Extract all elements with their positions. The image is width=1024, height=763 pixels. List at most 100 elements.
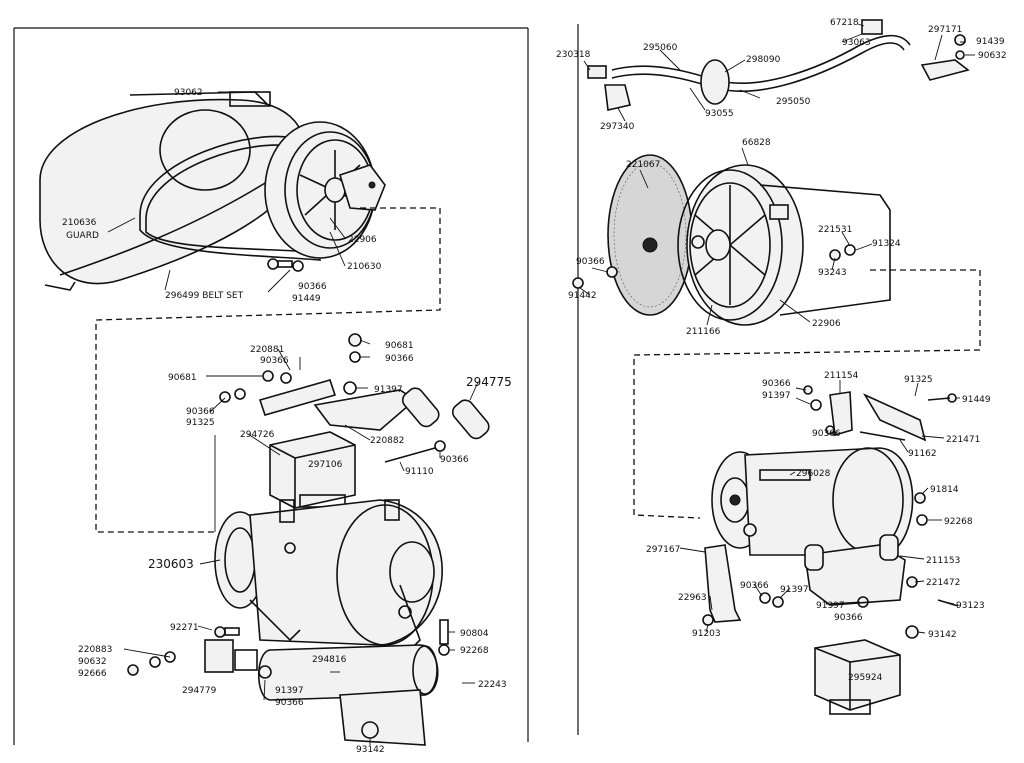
label-221472: 221472 (926, 578, 960, 588)
bracket-294779 (127, 626, 272, 679)
assembly-outline-right (633, 269, 981, 519)
label-22963: 22963 (678, 593, 707, 603)
bracket-297167 (702, 544, 869, 626)
label-91397-d: 91397 (780, 585, 809, 595)
label-90366-e: 90366 (440, 455, 469, 465)
label-295060: 295060 (643, 43, 678, 53)
label-295050: 295050 (776, 97, 811, 107)
label-294726: 294726 (240, 430, 275, 440)
fasteners-pulley (267, 258, 304, 272)
label-91203: 91203 (692, 629, 721, 639)
label-220881: 220881 (250, 345, 284, 355)
label-91162: 91162 (908, 449, 937, 459)
label-22243: 22243 (478, 680, 507, 690)
label-296499: 296499 BELT SET (165, 291, 244, 301)
label-230603: 230603 (148, 557, 194, 571)
label-294816: 294816 (312, 655, 347, 665)
label-90366-d: 90366 (385, 354, 414, 364)
label-91442: 91442 (568, 291, 597, 301)
label-90804: 90804 (460, 629, 489, 639)
label-298090: 298090 (746, 55, 781, 65)
label-67218: 67218 (830, 18, 859, 28)
panel-frames (13, 24, 579, 745)
label-297106: 297106 (308, 460, 343, 470)
label-297167: 297167 (646, 545, 680, 555)
label-90632-a: 90632 (78, 657, 107, 667)
label-90366-b: 90366 (260, 356, 289, 366)
label-91814: 91814 (930, 485, 959, 495)
label-91397-c: 91397 (762, 391, 791, 401)
label-22906-left: 22906 (348, 235, 377, 245)
regulator-right (814, 639, 901, 715)
label-90366-c: 90366 (186, 407, 215, 417)
label-90681-b: 90681 (385, 341, 414, 351)
label-210630: 210630 (347, 262, 382, 272)
label-211166: 211166 (686, 327, 721, 337)
label-92666: 92666 (78, 669, 107, 679)
label-90366-h: 90366 (762, 379, 791, 389)
label-91397-a: 91397 (374, 385, 403, 395)
label-90366-i: 90366 (812, 429, 841, 439)
label-93243: 93243 (818, 268, 847, 278)
label-295924: 295924 (848, 673, 883, 683)
label-93123: 93123 (956, 601, 985, 611)
label-211154: 211154 (824, 371, 859, 381)
bracket-211154 (803, 385, 957, 442)
label-91110: 91110 (405, 467, 434, 477)
label-221471: 221471 (946, 435, 980, 445)
label-211153: 211153 (926, 556, 960, 566)
label-66828: 66828 (742, 138, 771, 148)
label-92271: 92271 (170, 623, 199, 633)
label-90366-k: 90366 (834, 613, 863, 623)
label-297340: 297340 (600, 122, 635, 132)
label-90366-j: 90366 (740, 581, 769, 591)
label-220883: 220883 (78, 645, 112, 655)
pulley-left (264, 121, 386, 259)
label-91325-a: 91325 (186, 418, 215, 428)
label-93142-a: 93142 (356, 745, 385, 755)
regulator-box-left (269, 431, 356, 509)
pulley-right (677, 164, 891, 326)
label-91325-b: 91325 (904, 375, 933, 385)
label-91397-e: 91397 (816, 601, 845, 611)
label-93142-b: 93142 (928, 630, 957, 640)
label-guard: GUARD (66, 231, 99, 241)
leader-lines-right (579, 23, 975, 634)
label-93055: 93055 (705, 109, 734, 119)
label-221531: 221531 (818, 225, 852, 235)
label-296028: 296028 (796, 469, 831, 479)
label-91324: 91324 (872, 239, 901, 249)
label-91449-a: 91449 (292, 294, 321, 304)
label-220882: 220882 (370, 436, 404, 446)
label-230318: 230318 (556, 50, 591, 60)
label-91449-b: 91449 (962, 395, 991, 405)
belt-guard (39, 91, 306, 291)
label-90681-a: 90681 (168, 373, 197, 383)
assembly-outline-left-top (95, 207, 441, 533)
label-90632-b: 90632 (978, 51, 1007, 61)
label-90366-f: 90366 (275, 698, 304, 708)
bracket-294816 (258, 619, 450, 746)
label-297171: 297171 (928, 25, 962, 35)
leader-lines-left (107, 91, 479, 745)
label-294775: 294775 (466, 375, 512, 389)
label-90366-g: 90366 (576, 257, 605, 267)
label-93063: 93063 (842, 38, 871, 48)
label-22906-right: 22906 (812, 319, 841, 329)
part-labels: 93062 210636 GUARD 296499 BELT SET 22906… (62, 18, 1007, 755)
generator-left (214, 499, 443, 651)
bracket-221472 (804, 492, 959, 639)
label-92268-a: 92268 (460, 646, 489, 656)
label-92268-b: 92268 (944, 517, 973, 527)
label-91439: 91439 (976, 37, 1005, 47)
label-294779: 294779 (182, 686, 217, 696)
mounting-bracket (219, 333, 490, 463)
label-90366-a: 90366 (298, 282, 327, 292)
label-93062: 93062 (174, 88, 203, 98)
label-210636: 210636 (62, 218, 97, 228)
fan-screen (607, 154, 693, 316)
hose-assembly (587, 19, 970, 111)
label-221067: 221067 (626, 160, 660, 170)
label-91397-b: 91397 (275, 686, 304, 696)
